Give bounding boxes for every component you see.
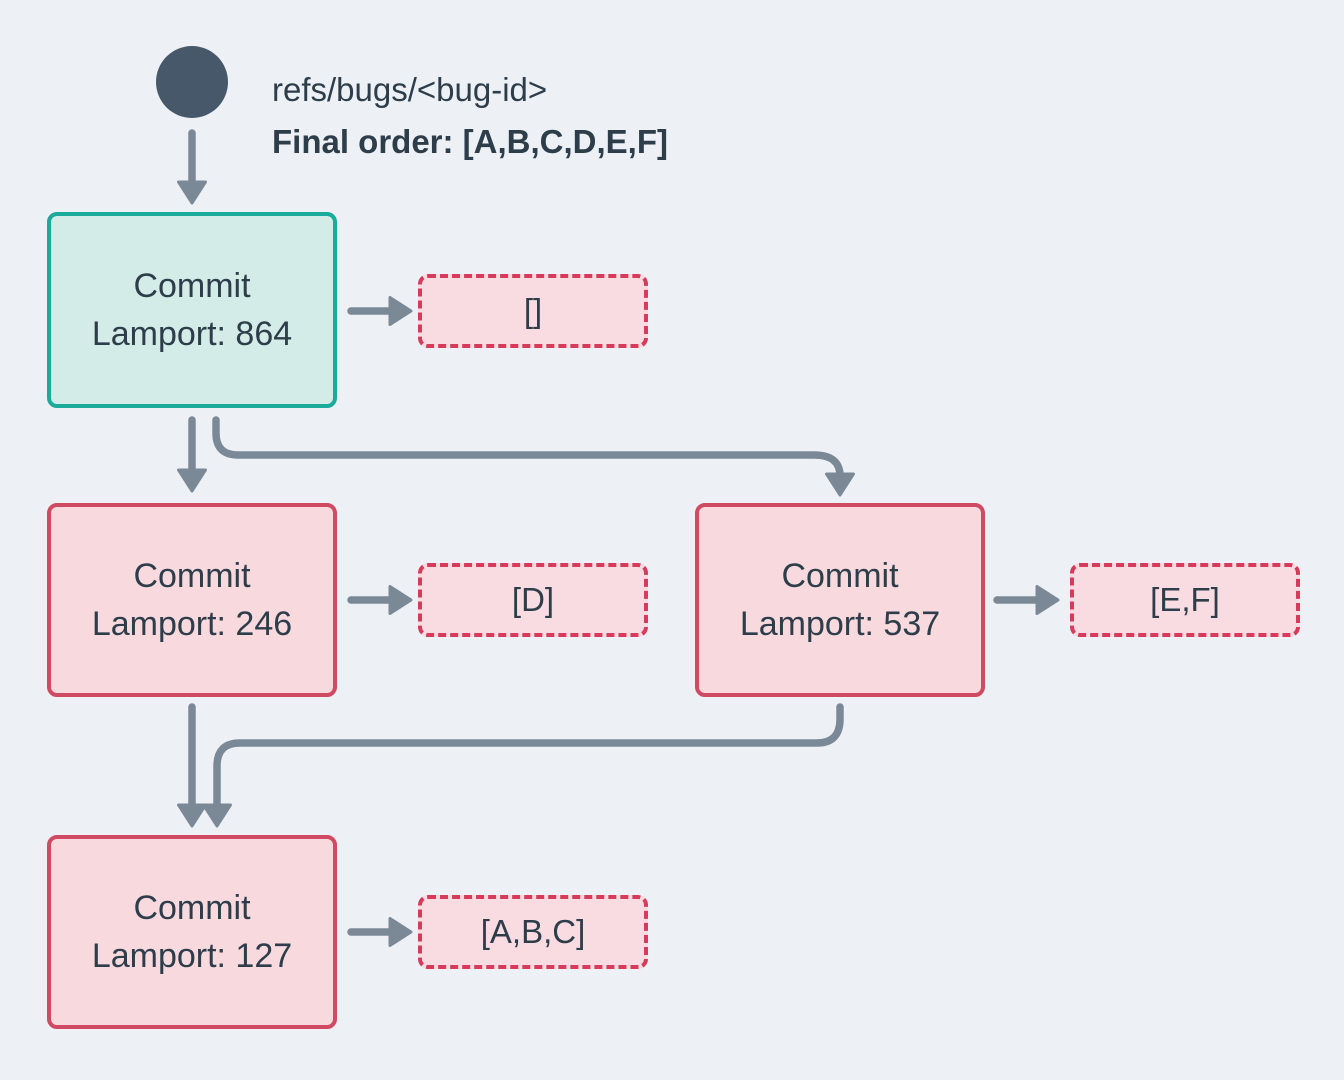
commit-lamport: Lamport: 127 [91,937,293,975]
commit-node-right: Commit Lamport: 537 [695,503,985,697]
ops-label: [] [523,292,543,329]
commit-title: Commit [133,889,251,927]
edge-root-to-left [177,416,207,493]
edge-left-to-left-ops [347,585,413,615]
ref-name-label: refs/bugs/<bug-id> [272,71,548,108]
ops-label: [E,F] [1150,581,1220,618]
edge-right-to-right-ops [993,585,1060,615]
ops-box-merge: [A,B,C] [418,895,648,969]
edge-root-to-root-ops [347,296,413,326]
ops-label: [A,B,C] [480,913,586,950]
commit-title: Commit [781,557,899,595]
ops-label: [D] [511,581,555,618]
commit-lamport: Lamport: 864 [91,315,293,353]
commit-title: Commit [133,267,251,305]
commit-title: Commit [133,557,251,595]
ref-head-circle [156,46,228,118]
commit-node-left: Commit Lamport: 246 [47,503,337,697]
edge-right-to-merge [202,703,844,828]
final-order-label: Final order: [A,B,C,D,E,F] [272,123,668,160]
commit-node-root: Commit Lamport: 864 [47,212,337,408]
edge-left-to-merge [177,703,207,828]
edge-ref-to-root [177,129,207,205]
commit-lamport: Lamport: 537 [739,605,941,643]
edge-root-to-right [212,416,855,497]
edge-merge-to-merge-ops [347,917,413,947]
ops-box-left: [D] [418,563,648,637]
commit-node-merge: Commit Lamport: 127 [47,835,337,1029]
ops-box-right: [E,F] [1070,563,1300,637]
commit-lamport: Lamport: 246 [91,605,293,643]
ops-box-root: [] [418,274,648,348]
